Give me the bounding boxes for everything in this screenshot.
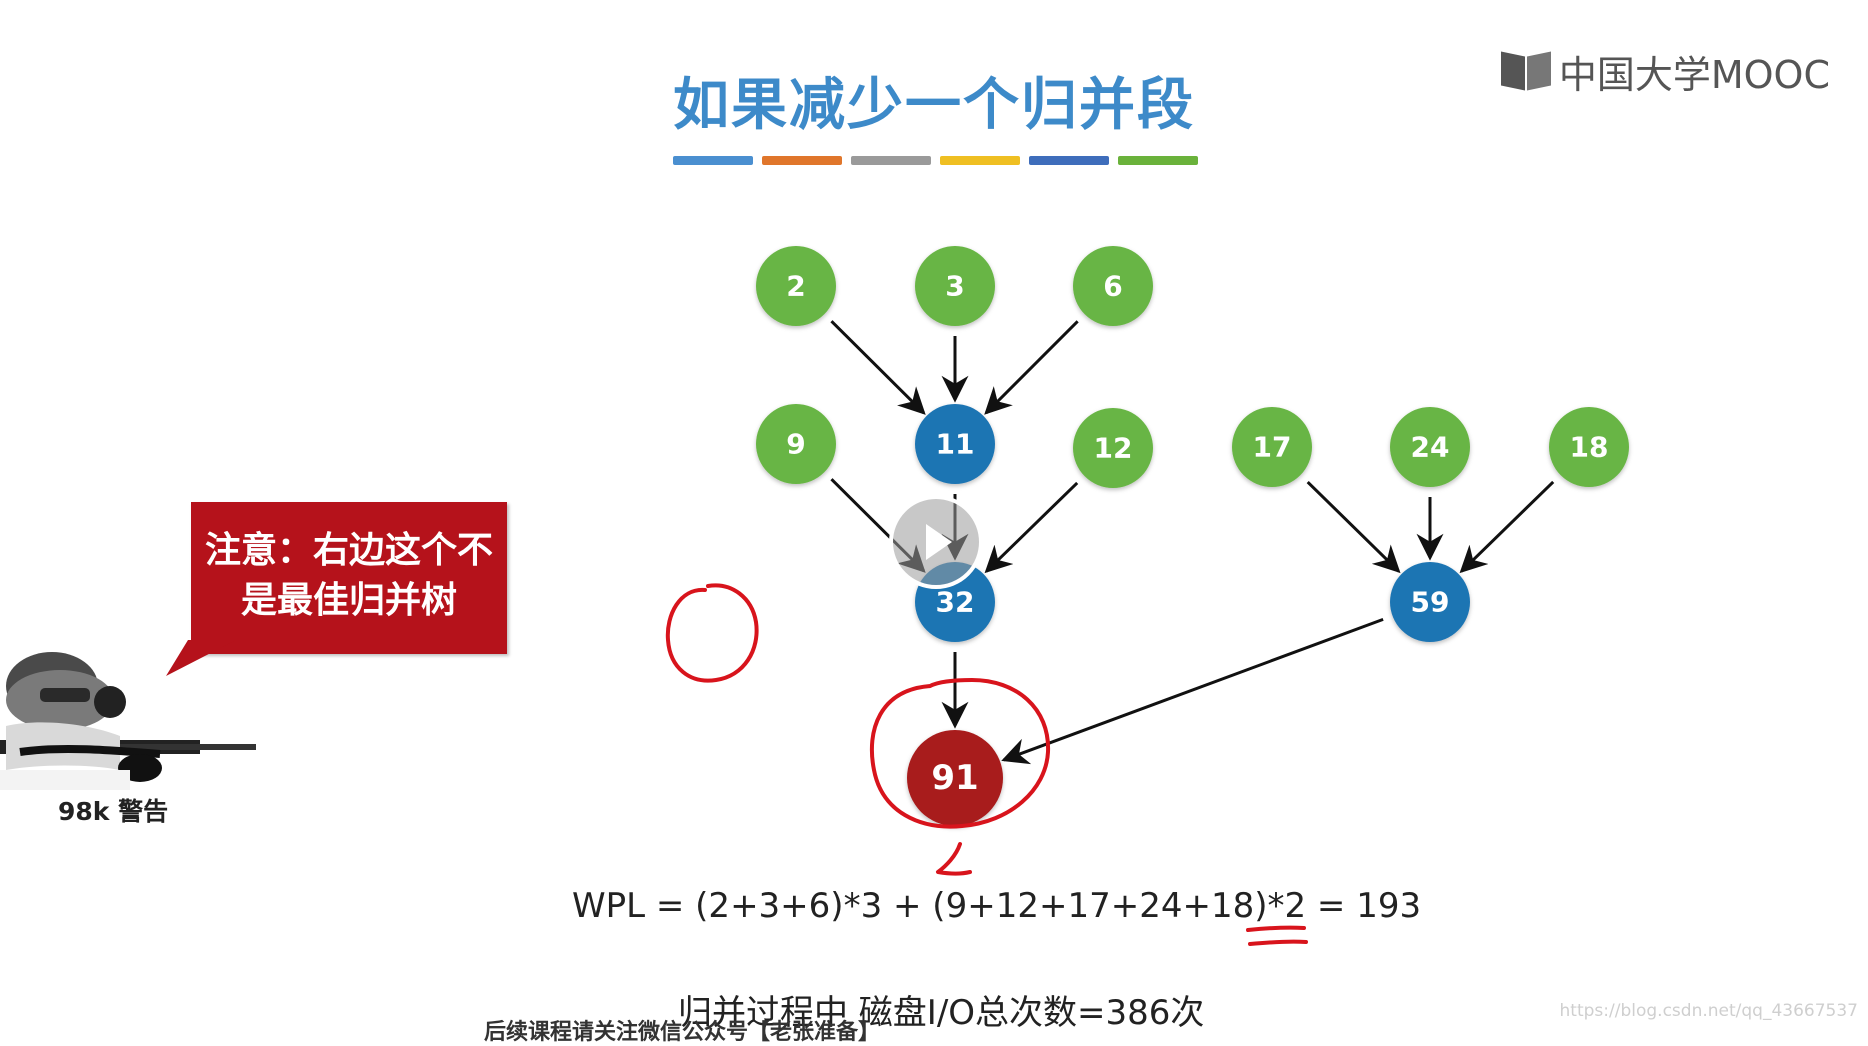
video-play-button[interactable] [889, 495, 983, 589]
node-label-59: 59 [1411, 586, 1450, 619]
node-circle-3 [915, 246, 995, 326]
node-label-6: 6 [1103, 270, 1122, 303]
node-label-3: 3 [945, 270, 964, 303]
node-circle-24 [1390, 407, 1470, 487]
color-bar-4 [940, 156, 1020, 165]
node-label-91: 91 [931, 758, 978, 798]
annotation-circle-root [869, 678, 1051, 829]
color-bar-1 [673, 156, 753, 165]
color-bar-2 [762, 156, 842, 165]
node-label-11: 11 [936, 428, 975, 461]
annotation-circle-left [665, 583, 759, 683]
slide-title: 如果减少一个归并段 [673, 73, 1195, 138]
wpl-formula: WPL = (2+3+6)*3 + (9+12+17+24+18)*2 = 19… [572, 886, 1422, 926]
color-bar-5 [1029, 156, 1109, 165]
edge-n18-to-n59 [1459, 480, 1555, 574]
soldier-illustration [0, 652, 256, 790]
node-circle-18 [1549, 407, 1629, 487]
warning-callout: 注意：右边这个不 是最佳归并树 [191, 502, 507, 654]
node-circle-11 [915, 404, 995, 484]
annotation-mark-below-root [936, 842, 972, 876]
node-label-18: 18 [1570, 431, 1609, 464]
node-3: 3 [915, 246, 995, 326]
watermark: https://blog.csdn.net/qq_43667537 [1559, 1001, 1858, 1021]
node-9: 9 [756, 404, 836, 484]
edge-n2-to-n11 [830, 320, 926, 415]
node-label-12: 12 [1094, 432, 1133, 465]
node-circle-6 [1073, 246, 1153, 326]
brand-text: 中国大学MOOC [1558, 53, 1830, 97]
soldier-caption: 98k 警告 [58, 797, 169, 826]
disk-io-summary: 归并过程中 磁盘I/O总次数=386次 [678, 993, 1205, 1033]
callout-line-2: 是最佳归并树 [240, 580, 457, 621]
callout-line-1: 注意：右边这个不 [204, 530, 493, 571]
node-circle-17 [1232, 407, 1312, 487]
edge-n6-to-n11 [984, 320, 1079, 415]
node-11: 11 [915, 404, 995, 484]
play-icon [926, 524, 952, 560]
subtitle-text: 后续课程请关注微信公众号【老张准备】 [484, 1020, 881, 1045]
node-circle-59 [1390, 562, 1470, 642]
node-circle-9 [756, 404, 836, 484]
node-circle-12 [1073, 408, 1153, 488]
annotation-underline-193-a [1246, 925, 1306, 932]
node-17: 17 [1232, 407, 1312, 487]
node-label-24: 24 [1411, 431, 1450, 464]
node-label-9: 9 [786, 428, 805, 461]
node-12: 12 [1073, 408, 1153, 488]
node-label-2: 2 [786, 270, 805, 303]
node-59: 59 [1390, 562, 1470, 642]
node-91: 91 [907, 730, 1003, 826]
handwritten-annotations [665, 583, 1308, 946]
node-label-17: 17 [1253, 431, 1292, 464]
node-circle-2 [756, 246, 836, 326]
node-label-32: 32 [936, 586, 975, 619]
node-18: 18 [1549, 407, 1629, 487]
callout-tail [166, 640, 236, 676]
mooc-logo: 中国大学MOOC [1500, 44, 1830, 99]
node-2: 2 [756, 246, 836, 326]
edge-n59-to-n91 [1001, 617, 1384, 765]
color-bar-3 [851, 156, 931, 165]
node-circle-91 [907, 730, 1003, 826]
color-bar-6 [1118, 156, 1198, 165]
node-24: 24 [1390, 407, 1470, 487]
node-6: 6 [1073, 246, 1153, 326]
edge-n12-to-n32 [984, 481, 1079, 574]
annotation-underline-193-b [1248, 939, 1308, 946]
edge-n17-to-n59 [1306, 480, 1401, 574]
